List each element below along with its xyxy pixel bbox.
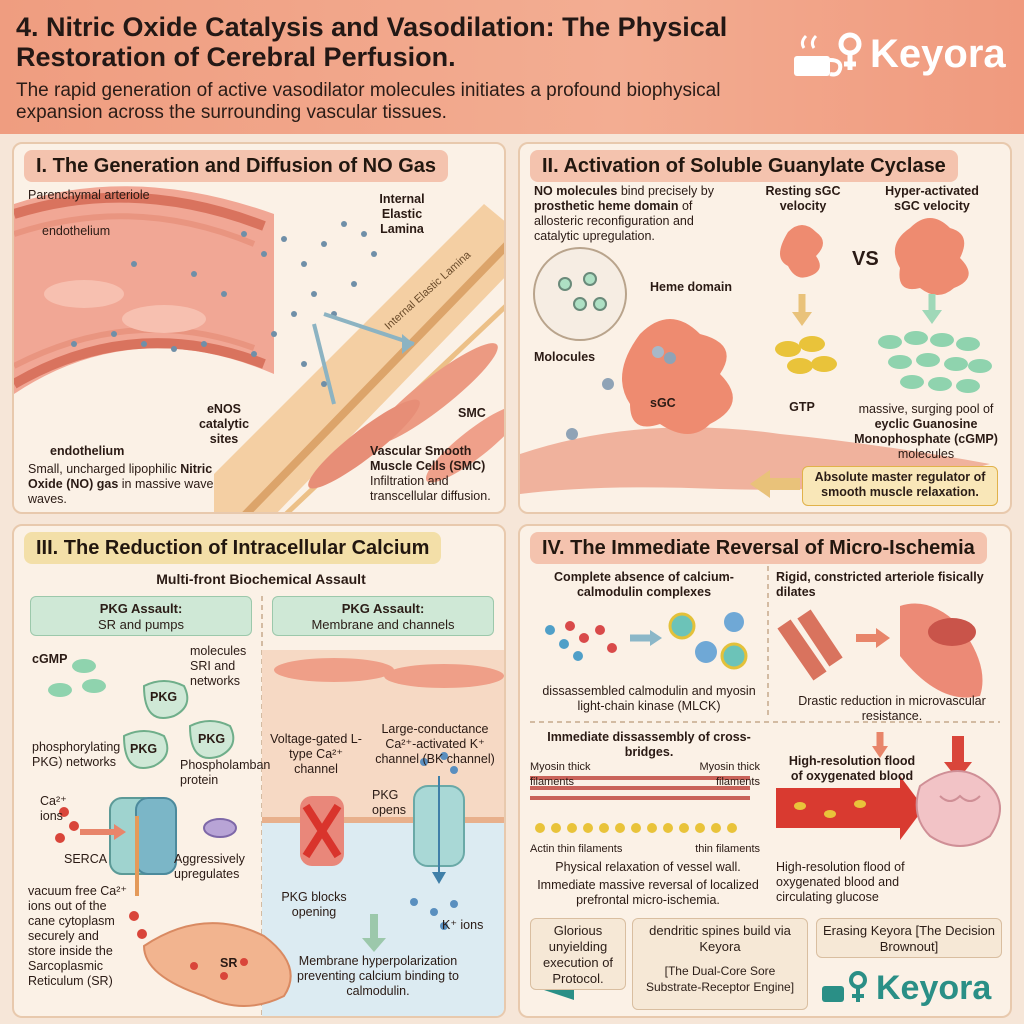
enos-label: eNOS catalytic sites bbox=[198, 402, 250, 446]
cgmp-label: cGMP bbox=[32, 652, 68, 666]
keyora-mark-icon bbox=[822, 971, 867, 1002]
panel1-title: I. The Generation and Diffusion of NO Ga… bbox=[24, 150, 449, 182]
serca-label: SERCA bbox=[64, 852, 108, 866]
actin-right-label: thin filaments bbox=[695, 843, 760, 855]
ca-ions-label: Ca²⁺ ions bbox=[40, 794, 67, 823]
k-ions-label: K⁺ ions bbox=[442, 918, 484, 932]
page-subtitle: The rapid generation of active vasodilat… bbox=[16, 80, 721, 123]
endothelium-bottom-label: endothelium bbox=[50, 444, 125, 458]
pool-1: massive, surging pool of bbox=[858, 402, 994, 416]
molecules-sr-label: molecules SRI and networks bbox=[190, 644, 247, 688]
vsmc-label: Vascular Smooth Muscle Cells (SMC) bbox=[370, 444, 486, 473]
relax-label: Physical relaxation of vessel wall. bbox=[555, 860, 741, 874]
box-a-sub: SR and pumps bbox=[98, 617, 184, 632]
bind-bold-2: prosthetic heme domain bbox=[534, 199, 679, 213]
brand-logo: Keyora bbox=[790, 24, 1010, 84]
panel4-logo-text: Keyora bbox=[876, 968, 992, 1007]
protocol-card: Glorious unyielding execution of Protoco… bbox=[530, 918, 626, 990]
myosin-right-label: Myosin thick filaments bbox=[699, 761, 760, 788]
dendritic-card: dendritic spines build via Keyora [The D… bbox=[632, 918, 808, 1010]
panel-no-diffusion: I. The Generation and Diffusion of NO Ga… bbox=[12, 142, 506, 514]
panel-sgc-activation: II. Activation of Soluble Guanylate Cycl… bbox=[518, 142, 1012, 514]
hyper-label: Hyper-activated sGC velocity bbox=[885, 184, 979, 213]
bind-1: bind precisely bbox=[620, 184, 698, 198]
hyperpolarization-label: Membrane hyperpolarization preventing ca… bbox=[297, 954, 459, 998]
upregulates-label: Aggressively upregulates bbox=[174, 852, 245, 881]
phospholamban-label: Phospholamban protein bbox=[180, 758, 271, 787]
reversal-illustration bbox=[530, 566, 1001, 1000]
pkg-label-3: PKG bbox=[198, 732, 226, 746]
page-title: 4. Nitric Oxide Catalysis and Vasodilati… bbox=[16, 12, 728, 72]
rigid-label: Rigid, constricted arteriole fisically d… bbox=[776, 570, 984, 599]
infiltration-label: Infiltration and transcellular diffusion… bbox=[370, 474, 491, 503]
master-regulator-box: Absolute master regulator of smooth musc… bbox=[802, 466, 998, 506]
bk-label: Large-conductance Ca²⁺-activated K⁺ chan… bbox=[375, 722, 495, 766]
myosin-left-label: Myosin thick filaments bbox=[530, 761, 591, 788]
box-b-sub: Membrane and channels bbox=[311, 617, 455, 632]
erasing-card: Erasing Keyora [The Decision Brownout] bbox=[816, 918, 1002, 958]
iel-label: Internal Elastic Lamina bbox=[379, 192, 425, 236]
sgc-illustration bbox=[520, 218, 992, 498]
panel-calcium-reduction: III. The Reduction of Intracellular Calc… bbox=[12, 524, 506, 1018]
assault-subtitle: Multi-front Biochemical Assault bbox=[156, 571, 366, 587]
vacuum-label: vacuum free Ca²⁺ ions out of the cane cy… bbox=[28, 884, 127, 988]
actin-left-label: Actin thin filaments bbox=[530, 843, 623, 855]
parenchymal-label: Parenchymal arteriole bbox=[28, 188, 150, 202]
panel-micro-ischemia: IV. The Immediate Reversal of Micro-Isch… bbox=[518, 524, 1012, 1018]
header-banner: 4. Nitric Oxide Catalysis and Vasodilati… bbox=[0, 0, 1024, 134]
pkg-opens-label: PKG opens bbox=[372, 788, 407, 817]
panel3-title: III. The Reduction of Intracellular Calc… bbox=[24, 532, 442, 564]
disassembled-label: dissassembled calmodulin and myosin ligh… bbox=[542, 684, 756, 713]
calcium-illustration bbox=[48, 596, 504, 1016]
pkg-blocks-label: PKG blocks opening bbox=[281, 890, 347, 919]
coffee-cup-icon bbox=[794, 32, 862, 77]
bind-2: by bbox=[700, 184, 714, 198]
endothelium-top-label: endothelium bbox=[42, 224, 111, 238]
drastic-label: Drastic reduction in microvascular resis… bbox=[798, 694, 986, 723]
card2-top: dendritic spines build via Keyora bbox=[649, 923, 791, 954]
bind-3: of allosteric reconfiguration and cataly… bbox=[534, 199, 694, 243]
gtp-label: GTP bbox=[789, 400, 815, 414]
desc-post: in massive wave waves. bbox=[28, 477, 214, 506]
bind-bold-1: NO molecules bbox=[534, 184, 618, 198]
no-gas-description: Small, uncharged lipophilic Nitric Oxide… bbox=[28, 462, 228, 507]
smc-label: SMC bbox=[458, 406, 486, 420]
absence-label: Complete absence of calcium-calmodulin c… bbox=[554, 570, 734, 599]
pkg-label-1: PKG bbox=[150, 690, 178, 704]
hires-flood-label-1: High-resolution flood of oxygenated bloo… bbox=[788, 754, 916, 783]
molecules-label: Molocules bbox=[534, 350, 596, 364]
desc-bold: Nitric Oxide (NO) gas bbox=[28, 462, 213, 491]
vgated-label: Voltage-gated L-type Ca²⁺ channel bbox=[270, 732, 362, 776]
pool-2: molecules bbox=[897, 447, 955, 461]
desc-pre: Small, uncharged lipophilic bbox=[28, 462, 177, 476]
pool-bold: eyclic Guanosine Monophosphate (cGMP) bbox=[854, 417, 998, 446]
sgc-label: sGC bbox=[650, 396, 676, 410]
vs-label: VS bbox=[852, 248, 879, 270]
no-binding-text: NO molecules bind precisely by prostheti… bbox=[534, 184, 734, 244]
box-b-title: PKG Assault: bbox=[341, 601, 425, 616]
box-a-title: PKG Assault: bbox=[99, 601, 183, 616]
hires-flood-label-2: High-resolution flood of oxygenated bloo… bbox=[776, 860, 905, 904]
logo-text: Keyora bbox=[870, 31, 1006, 76]
card2-bottom: [The Dual-Core Sore Substrate-Receptor E… bbox=[645, 964, 795, 994]
arteriole-illustration bbox=[14, 186, 504, 512]
sr-label: SR bbox=[220, 956, 238, 970]
panel2-title: II. Activation of Soluble Guanylate Cycl… bbox=[530, 150, 958, 182]
pkg-assault-membrane-box: PKG Assault: Membrane and channels bbox=[272, 596, 494, 636]
cgmp-pool-text: massive, surging pool of eyclic Guanosin… bbox=[846, 402, 1006, 462]
heme-domain-label: Heme domain bbox=[650, 280, 732, 294]
pkg-assault-sr-box: PKG Assault: SR and pumps bbox=[30, 596, 252, 636]
disassembly-label: Immediate dissassembly of cross-bridges. bbox=[547, 730, 751, 759]
panel4-title: IV. The Immediate Reversal of Micro-Isch… bbox=[530, 532, 987, 564]
panel4-logo: Keyora bbox=[820, 966, 1000, 1010]
resting-label: Resting sGC velocity bbox=[765, 184, 841, 213]
phosphorylating-label: phosphorylating PKG) networks bbox=[32, 740, 121, 769]
pkg-label-2: PKG bbox=[130, 742, 158, 756]
reversal-label: Immediate massive reversal of localized … bbox=[537, 878, 759, 907]
